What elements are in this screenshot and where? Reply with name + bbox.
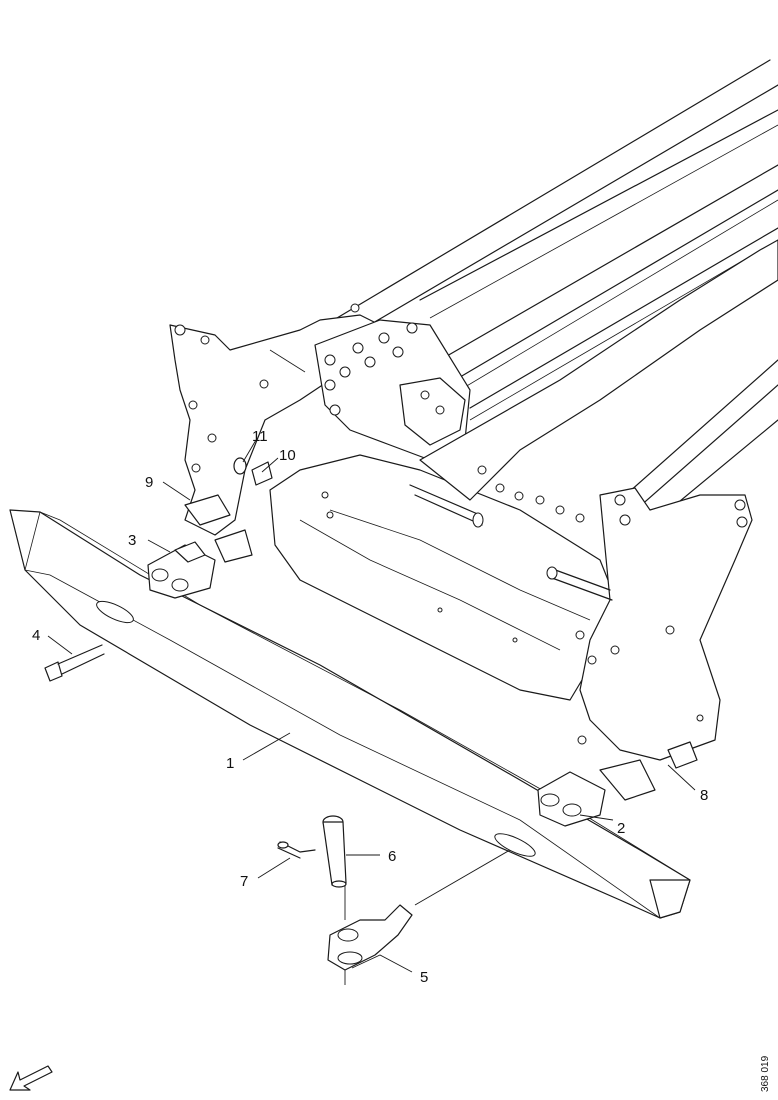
front-cross-member (269, 454, 621, 701)
part-8-nut (667, 741, 698, 769)
callout-7: 7 (240, 873, 248, 890)
part-4-bolt (44, 644, 105, 682)
figure-reference: 368 019 (760, 1055, 771, 1092)
callout-10: 10 (279, 447, 296, 464)
callout-2: 2 (617, 820, 625, 837)
callout-3: 3 (128, 532, 136, 549)
callout-6: 6 (388, 848, 396, 865)
callout-4: 4 (32, 627, 40, 644)
part-5-tow-clevis (327, 904, 413, 971)
part-7-cotter-pin (277, 841, 316, 859)
part-3-bracket (147, 529, 253, 599)
callout-8: 8 (700, 787, 708, 804)
callout-1: 1 (226, 755, 234, 772)
callout-11: 11 (252, 428, 268, 445)
bumper-beam (9, 509, 691, 919)
callout-5: 5 (420, 969, 428, 986)
cross-tubes (409, 484, 613, 601)
part-2-bracket (537, 759, 656, 827)
right-mounting-bracket (575, 487, 753, 761)
part-6-pin (322, 815, 347, 888)
side-rail-holes (419, 239, 778, 523)
part-9-bracket (184, 494, 231, 526)
callout-9: 9 (145, 474, 153, 491)
center-frame-node (314, 319, 471, 461)
direction-arrow-icon (9, 1065, 53, 1091)
leader-lines (47, 439, 696, 985)
frame-rail-left (299, 59, 778, 409)
